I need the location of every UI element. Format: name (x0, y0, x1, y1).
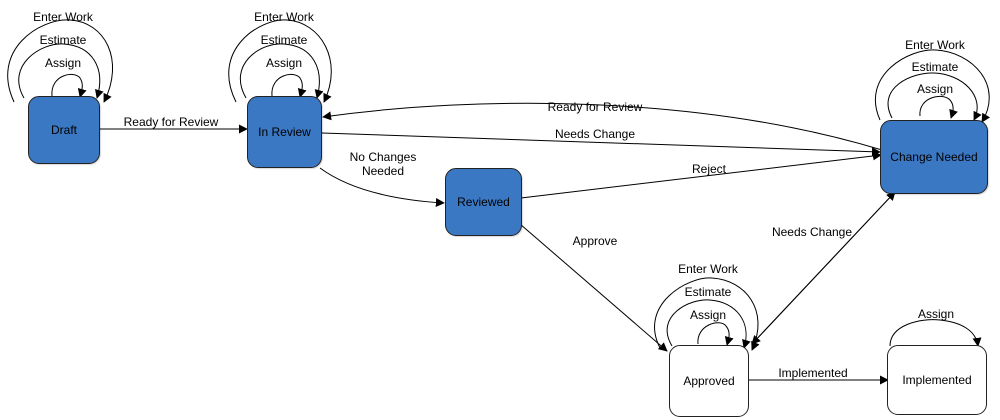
change-needed-loop-label-assign: Assign (916, 82, 954, 96)
change-needed-loop-assign (919, 95, 958, 119)
edge-reviewed-to-change-needed (520, 151, 882, 199)
label-approved-to-change-needed: Needs Change (771, 225, 853, 239)
label-change-needed-to-in-review: Ready for Review (547, 100, 643, 114)
in-review-loop-label-assign: Assign (265, 56, 303, 70)
draft-loop-estimate (18, 43, 104, 99)
in-review-loop-label-estimate: Estimate (260, 33, 308, 47)
label-approved-to-implemented: Implemented (778, 366, 848, 380)
state-approved[interactable]: Approved (669, 345, 749, 417)
draft-loop-label-enter-work: Enter Work (33, 10, 93, 24)
approved-loop-assign (697, 322, 734, 346)
state-change-needed[interactable]: Change Needed (880, 120, 988, 194)
change-needed-loop-enter-work (874, 49, 991, 123)
in-review-loop-enter-work (228, 19, 332, 103)
label-in-review-to-reviewed: No Changes Needed (349, 150, 417, 178)
draft-loop-assign (51, 73, 87, 98)
edge-change-needed-to-approved (751, 191, 896, 345)
state-draft[interactable]: Draft (28, 96, 100, 164)
label-draft-to-in-review: Ready for Review (123, 115, 219, 129)
in-review-loop-label-enter-work: Enter Work (254, 10, 314, 24)
edge-change-needed-to-in-review (322, 102, 883, 151)
state-implemented[interactable]: Implemented (887, 345, 987, 415)
state-in-review[interactable]: In Review (247, 96, 322, 168)
edge-in-review-to-reviewed (319, 167, 445, 207)
label-reviewed-to-change-needed: Reject (691, 162, 727, 176)
approved-loop-label-estimate: Estimate (684, 285, 732, 299)
implemented-loop-assign (889, 319, 982, 347)
implemented-loop-label-assign: Assign (917, 307, 955, 321)
approved-loop-estimate (666, 299, 751, 349)
draft-loop-enter-work (7, 19, 113, 103)
edge-reviewed-to-approved (519, 223, 668, 352)
change-needed-loop-estimate (887, 72, 982, 121)
edge-in-review-to-change-needed (321, 132, 881, 157)
in-review-loop-assign (271, 73, 307, 98)
in-review-loop-estimate (239, 43, 324, 99)
label-reviewed-to-approved: Approve (572, 234, 618, 248)
state-reviewed[interactable]: Reviewed (445, 168, 522, 236)
approved-loop-enter-work (654, 277, 760, 351)
draft-loop-label-estimate: Estimate (39, 33, 87, 47)
change-needed-loop-label-enter-work: Enter Work (905, 38, 965, 52)
label-in-review-to-change-needed: Needs Change (554, 127, 636, 141)
draft-loop-label-assign: Assign (44, 56, 82, 70)
approved-loop-label-assign: Assign (689, 308, 727, 322)
approved-loop-label-enter-work: Enter Work (678, 262, 738, 276)
change-needed-loop-label-estimate: Estimate (911, 60, 959, 74)
